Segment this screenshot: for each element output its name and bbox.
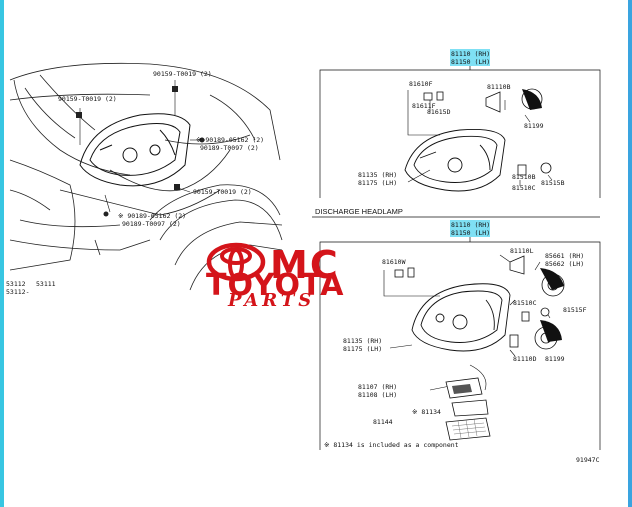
label-81510b: 81510B <box>512 173 536 181</box>
bottom-part-number-lh: 81150 (LH) <box>451 229 490 237</box>
top-headlamp-drawing <box>404 129 506 192</box>
label-81175-lh-top: 81175 (LH) <box>358 179 397 187</box>
label-53111: 53111 <box>36 280 56 288</box>
part-number-highlight-top <box>450 49 490 66</box>
label-90189-t0097-b: 90189-T0097 (2) <box>122 220 181 228</box>
mc-toyota-parts-logo: MC TOYOTA PARTS <box>206 242 344 311</box>
label-81110d: 81110D <box>513 355 537 363</box>
label-53112: 53112 <box>6 280 26 288</box>
label-81134: ※ 81134 <box>412 408 441 416</box>
diagram-reference-number: 91947C <box>576 456 600 464</box>
label-85661-rh: 85661 (RH) <box>545 252 584 260</box>
label-81199: 81199 <box>524 122 544 130</box>
label-81110l: 81110L <box>510 247 534 255</box>
bottom-small-parts <box>394 255 565 441</box>
bottom-part-number-rh: 81110 (RH) <box>451 221 490 229</box>
label-81610w: 81610W <box>382 258 406 266</box>
label-81175-lh-bottom: 81175 (LH) <box>343 345 382 353</box>
label-81199-bottom: 81199 <box>545 355 565 363</box>
top-group-bracket <box>319 69 601 198</box>
bolt-markers <box>76 86 205 217</box>
part-number-highlight-bottom <box>450 220 490 237</box>
car-front-drawing <box>9 62 283 291</box>
window-edge-right <box>628 0 632 507</box>
label-81144: 81144 <box>373 418 393 426</box>
label-81611f: 81611F <box>412 102 436 110</box>
bottom-group-bracket <box>319 241 601 450</box>
label-81510c-top: 81510C <box>512 184 536 192</box>
label-85662-lh: 85662 (LH) <box>545 260 584 268</box>
label-53112-dash: 53112- <box>6 288 29 296</box>
logo-parts-text: PARTS <box>227 290 315 311</box>
logo-mc-text: MC <box>270 243 340 287</box>
label-90159-top: 90159-T0019 (2) <box>153 70 212 78</box>
logo-toyota-text: TOYOTA <box>206 268 344 303</box>
discharge-headlamp-title: DISCHARGE HEADLAMP <box>315 207 403 216</box>
label-90189-t0097-a: 90189-T0097 (2) <box>200 144 259 152</box>
label-81135-rh-top: 81135 (RH) <box>358 171 397 179</box>
label-90189-05162-b: ※ 90189-05162 (2) <box>118 212 186 220</box>
label-81510c-bottom: 81510C <box>513 299 537 307</box>
car-headlamp-drawing <box>79 113 191 187</box>
label-81515b: 81515B <box>541 179 565 187</box>
top-part-number-lh: 81150 (LH) <box>451 58 490 66</box>
label-81110b: 81110B <box>487 83 511 91</box>
label-90159-bottom: 90159-T0019 (2) <box>193 188 252 196</box>
label-81615d: 81615D <box>427 108 451 116</box>
label-90159-left: 90159-T0019 (2) <box>58 95 117 103</box>
label-81610f: 81610F <box>409 80 433 88</box>
toyota-emblem-icon <box>206 242 266 282</box>
top-leader-lines <box>407 90 553 186</box>
label-90189-05162-a: ※ 90189-05162 (2) <box>196 136 264 144</box>
top-part-number-rh: 81110 (RH) <box>451 50 490 58</box>
bottom-headlamp-drawing <box>411 283 511 352</box>
window-edge-left <box>0 0 4 507</box>
label-81135-rh-bottom: 81135 (RH) <box>343 337 382 345</box>
label-81107-rh: 81107 (RH) <box>358 383 397 391</box>
label-81515f: 81515F <box>563 306 587 314</box>
label-81108-lh: 81108 (LH) <box>358 391 397 399</box>
footnote-81134: ※ 81134 is included as a component <box>324 441 459 449</box>
top-small-parts <box>423 88 552 176</box>
